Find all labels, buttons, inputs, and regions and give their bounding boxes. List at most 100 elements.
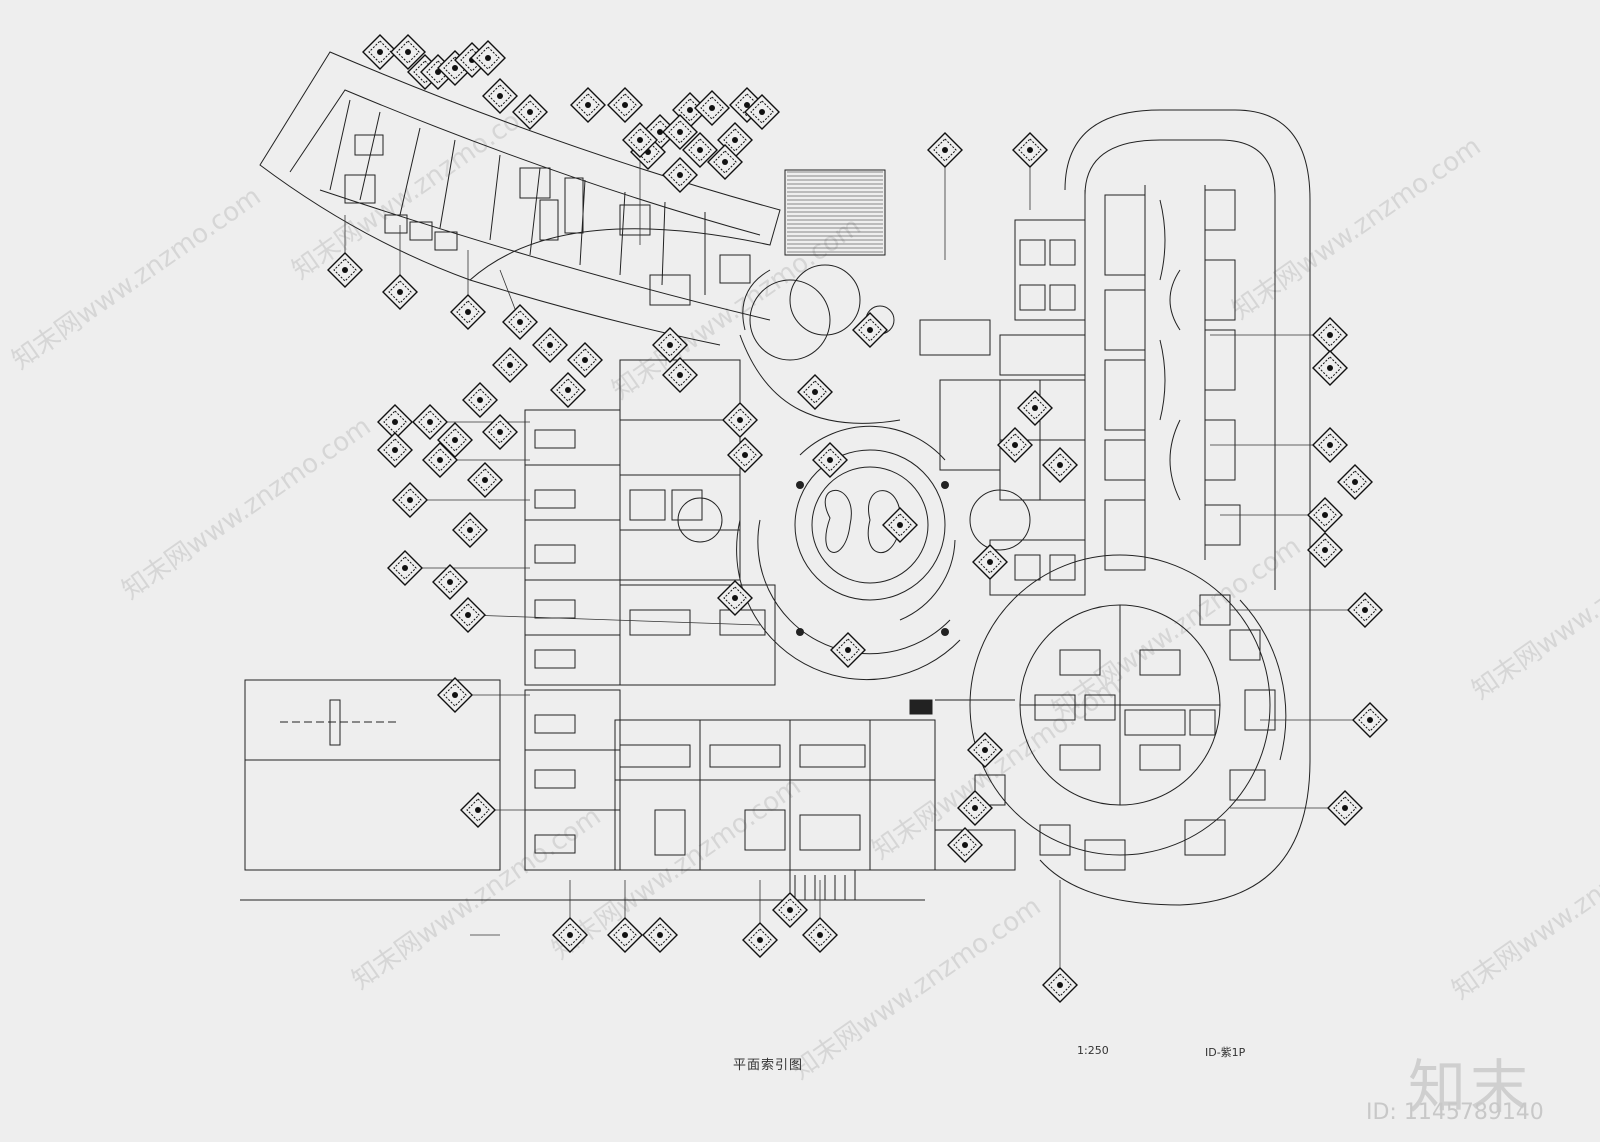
index-marker-icon (1017, 390, 1053, 426)
index-marker-icon (422, 442, 458, 478)
index-marker-icon (830, 632, 866, 668)
watermark-text: 知末网www.znzmo.com (1467, 511, 1600, 705)
index-marker-icon (744, 94, 780, 130)
index-marker-icon (387, 550, 423, 586)
north-curved-wing (259, 51, 781, 346)
east-stadium-wing (1039, 109, 1311, 906)
watermark-text: 知末网www.znzmo.com (347, 801, 607, 995)
index-marker-icon (327, 252, 363, 288)
index-marker-icon (382, 274, 418, 310)
index-marker-icon (450, 294, 486, 330)
index-marker-icon (467, 462, 503, 498)
index-marker-icon (392, 482, 428, 518)
index-marker-icon (607, 917, 643, 953)
sheet-code: ID-紫1P (1205, 1046, 1246, 1059)
index-marker-icon (652, 327, 688, 363)
index-marker-icon (550, 372, 586, 408)
index-marker-icon (797, 374, 833, 410)
index-marker-icon (377, 432, 413, 468)
index-markers (327, 34, 1388, 1003)
index-marker-icon (1307, 532, 1343, 568)
index-marker-icon (1327, 790, 1363, 826)
watermark-text: 知末网www.znzmo.com (1227, 131, 1487, 325)
watermark-text: 知末网www.znzmo.com (787, 891, 1047, 1085)
index-marker-icon (742, 922, 778, 958)
index-marker-icon (662, 157, 698, 193)
index-marker-icon (852, 312, 888, 348)
south-entrance (789, 699, 1016, 901)
west-room-blocks (524, 359, 936, 871)
index-marker-icon (492, 347, 528, 383)
index-marker-icon (947, 827, 983, 863)
floor-plan (240, 34, 1388, 1003)
index-marker-icon (997, 427, 1033, 463)
watermark-layer: 知末网www.znzmo.com知末网www.znzmo.com知末网www.z… (7, 91, 1600, 1085)
index-marker-icon (1012, 132, 1048, 168)
index-marker-icon (622, 122, 658, 158)
watermark-text: 知末网www.znzmo.com (607, 211, 867, 405)
index-marker-icon (972, 544, 1008, 580)
index-marker-icon (1307, 497, 1343, 533)
brand-logo: 知末 (1408, 1053, 1533, 1121)
stair-block (784, 169, 886, 256)
index-marker-icon (707, 144, 743, 180)
index-marker-icon (1347, 592, 1383, 628)
index-marker-icon (727, 437, 763, 473)
index-marker-icon (802, 917, 838, 953)
index-marker-icon (722, 402, 758, 438)
index-marker-icon (390, 34, 426, 70)
index-marker-icon (512, 94, 548, 130)
index-marker-icon (662, 114, 698, 150)
watermark-text: 知末网www.znzmo.com (117, 411, 377, 605)
index-marker-icon (607, 87, 643, 123)
south-east-round-wing (969, 554, 1287, 871)
index-marker-icon (437, 422, 473, 458)
index-marker-icon (1312, 427, 1348, 463)
index-marker-icon (682, 132, 718, 168)
index-marker-icon (882, 507, 918, 543)
index-marker-icon (482, 78, 518, 114)
index-marker-icon (812, 442, 848, 478)
watermark-text: 知末网www.znzmo.com (1047, 531, 1307, 725)
index-marker-icon (1352, 702, 1388, 738)
index-marker-icon (412, 404, 448, 440)
index-marker-icon (927, 132, 963, 168)
leader-line (467, 614, 761, 626)
west-hall (240, 679, 925, 901)
index-marker-icon (462, 382, 498, 418)
index-marker-icon (437, 677, 473, 713)
watermark-text: 知末网www.znzmo.com (1447, 811, 1600, 1005)
index-marker-icon (642, 917, 678, 953)
index-marker-icon (694, 90, 730, 126)
drawing-scale: 1:250 (1077, 1044, 1109, 1057)
index-marker-icon (470, 40, 506, 76)
index-marker-icon (1337, 464, 1373, 500)
index-marker-icon (432, 564, 468, 600)
index-marker-icon (1312, 350, 1348, 386)
index-marker-icon (1042, 967, 1078, 1003)
columns (796, 481, 949, 636)
index-marker-icon (772, 892, 808, 928)
watermark-text: 知末网www.znzmo.com (287, 91, 547, 285)
image-id-label: ID: 1145789140 (1366, 1100, 1544, 1125)
index-marker-icon (502, 304, 538, 340)
index-marker-icon (460, 792, 496, 828)
index-marker-icon (362, 34, 398, 70)
watermark-text: 知末网www.znzmo.com (7, 181, 267, 375)
index-marker-icon (1042, 447, 1078, 483)
index-marker-icon (452, 512, 488, 548)
index-marker-icon (532, 327, 568, 363)
index-marker-icon (717, 580, 753, 616)
drawing-title: 平面索引图 (733, 1058, 804, 1073)
index-marker-icon (662, 357, 698, 393)
index-marker-icon (482, 414, 518, 450)
index-marker-icon (957, 790, 993, 826)
index-marker-icon (567, 342, 603, 378)
index-marker-icon (450, 597, 486, 633)
index-leader-lines (344, 140, 1370, 985)
index-marker-icon (967, 732, 1003, 768)
central-rotunda (677, 264, 1031, 681)
index-marker-icon (570, 87, 606, 123)
index-marker-icon (552, 917, 588, 953)
